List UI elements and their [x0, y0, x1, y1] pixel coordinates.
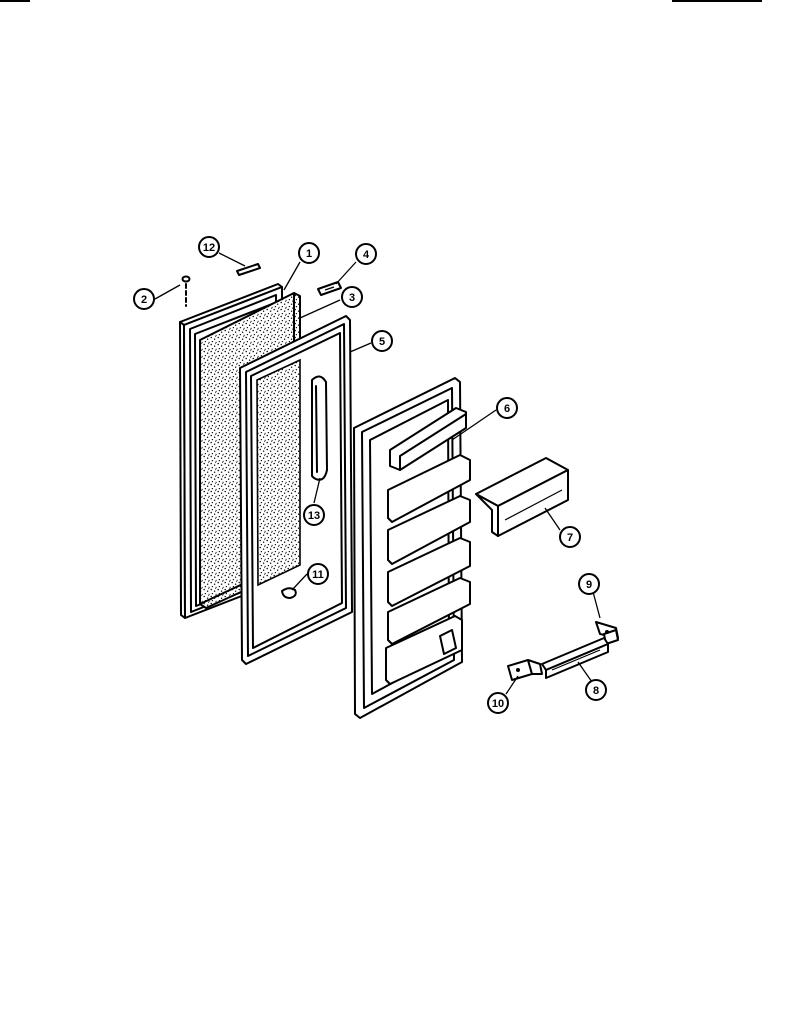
- callout-4: 4: [355, 243, 377, 265]
- svg-text:12: 12: [203, 242, 215, 254]
- svg-text:5: 5: [379, 336, 385, 348]
- leader-lines: [154, 252, 601, 695]
- callout-12: 12: [198, 236, 220, 258]
- part-12-hinge-pin: [236, 263, 261, 276]
- part-5-door-liner: [239, 315, 353, 665]
- part-11-clip: [281, 587, 297, 599]
- svg-text:10: 10: [492, 698, 504, 710]
- part-2-screw: [181, 275, 191, 307]
- part-13-handle: [311, 375, 328, 481]
- callout-6: 6: [496, 397, 518, 419]
- part-8-hinge-bar: [541, 637, 609, 679]
- svg-text:4: 4: [363, 249, 370, 261]
- callout-1: 1: [298, 242, 320, 264]
- callout-2: 2: [133, 288, 155, 310]
- part-6-shelf-liner: [353, 377, 471, 719]
- svg-text:2: 2: [141, 294, 147, 306]
- callout-11: 11: [307, 563, 329, 585]
- callout-10: 10: [487, 692, 509, 714]
- shelf-bins: [385, 407, 471, 685]
- svg-text:3: 3: [349, 292, 355, 304]
- callout-3: 3: [341, 286, 363, 308]
- svg-text:8: 8: [593, 685, 599, 697]
- svg-text:7: 7: [567, 532, 573, 544]
- callout-5: 5: [371, 330, 393, 352]
- callout-9: 9: [578, 573, 600, 595]
- part-7-bin: [475, 457, 569, 537]
- part-10-bracket: [507, 659, 543, 681]
- svg-text:9: 9: [586, 579, 592, 591]
- svg-text:6: 6: [504, 403, 510, 415]
- callout-8: 8: [585, 679, 607, 701]
- part-4-bracket: [317, 281, 342, 296]
- svg-text:13: 13: [308, 510, 320, 522]
- callout-7: 7: [559, 526, 581, 548]
- callout-13: 13: [303, 504, 325, 526]
- svg-text:11: 11: [312, 569, 324, 581]
- part-9-hinge-bracket: [595, 621, 619, 645]
- svg-text:1: 1: [306, 248, 312, 260]
